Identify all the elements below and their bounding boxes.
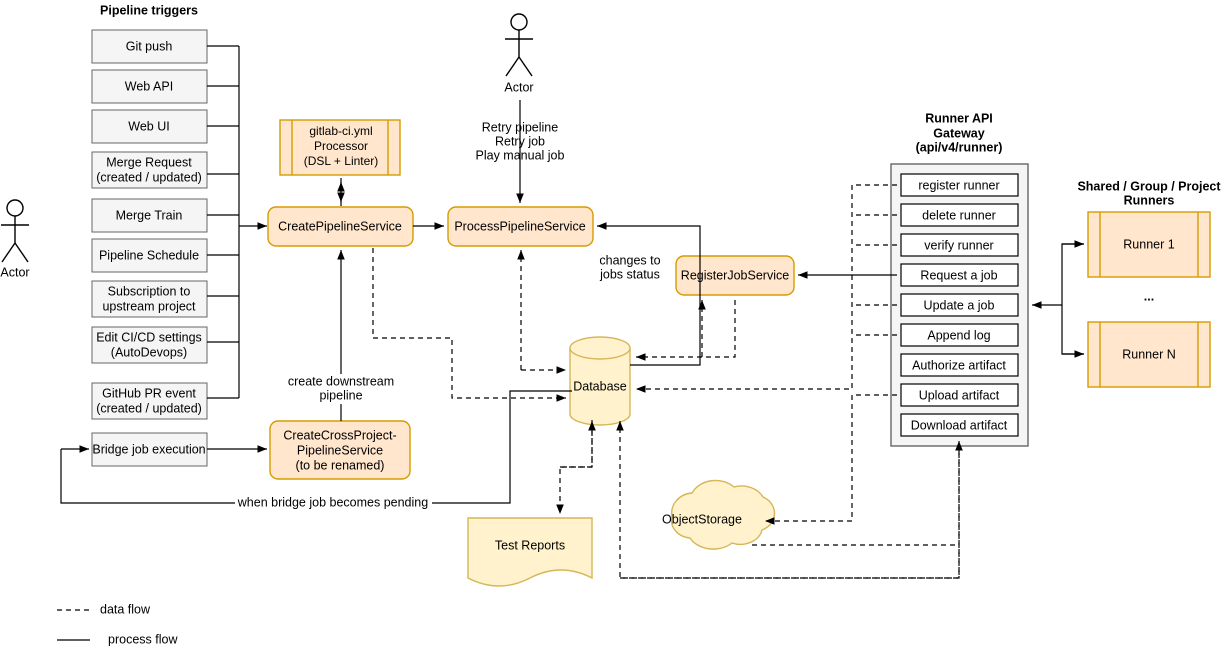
cross-project-label-line3: (to be renamed) xyxy=(296,458,385,472)
api-endpoint-label: Upload artifact xyxy=(919,388,1000,402)
changes-label-line1: changes to xyxy=(599,253,660,267)
trigger-label: Web UI xyxy=(128,119,169,133)
trigger-label: Git push xyxy=(126,39,173,53)
trigger-label-line2: upstream project xyxy=(102,299,196,313)
trigger-label-line1: Edit CI/CD settings xyxy=(96,330,202,344)
create-cross-project-pipeline-service[interactable]: CreateCrossProject- PipelineService (to … xyxy=(269,420,411,480)
downstream-label-line2: pipeline xyxy=(319,388,362,402)
actor-left-label: Actor xyxy=(0,265,29,279)
trigger-label-line1: Subscription to xyxy=(108,284,191,298)
runner-api-gateway-panel: register runner delete runner verify run… xyxy=(890,163,1029,447)
trigger-label-line1: Merge Request xyxy=(106,155,192,169)
api-endpoint-label: Request a job xyxy=(920,268,997,282)
runner-api-gateway-heading-line1: Runner API xyxy=(925,111,993,125)
api-endpoint-label: delete runner xyxy=(922,208,996,222)
api-endpoint-label: verify runner xyxy=(924,238,993,252)
database-label: Database xyxy=(573,379,627,393)
create-pipeline-service[interactable]: CreatePipelineService xyxy=(267,206,414,247)
processor-label-line2: Processor xyxy=(314,139,368,153)
trigger-label: Bridge job execution xyxy=(92,442,205,456)
runner-ellipsis: ... xyxy=(1144,289,1154,303)
bridge-pending-label: when bridge job becomes pending xyxy=(237,495,428,509)
downstream-label-line1: create downstream xyxy=(288,374,394,388)
trigger-label-line2: (AutoDevops) xyxy=(111,345,187,359)
api-endpoint-update-a-job[interactable]: Update a job xyxy=(900,293,1019,317)
runner-api-gateway-heading-line2: Gateway xyxy=(933,126,984,140)
trigger-label: Merge Train xyxy=(116,208,183,222)
trigger-connectors xyxy=(61,45,267,453)
gitlab-ci-yml-processor[interactable]: gitlab-ci.yml Processor (DSL + Linter) xyxy=(279,119,401,176)
process-pipeline-service[interactable]: ProcessPipelineService xyxy=(447,206,594,247)
runners-group: Runner 1 ... Runner N xyxy=(1087,211,1211,388)
cross-project-label-line1: CreateCrossProject- xyxy=(283,428,396,442)
api-endpoint-label: Download artifact xyxy=(911,418,1008,432)
database-store[interactable]: Database xyxy=(569,336,631,426)
trigger-pipeline-schedule[interactable]: Pipeline Schedule xyxy=(91,238,208,273)
register-job-service[interactable]: RegisterJobService xyxy=(675,255,795,296)
runner-api-gateway-heading-line3: (api/v4/runner) xyxy=(916,140,1003,154)
processor-label-line3: (DSL + Linter) xyxy=(304,154,379,168)
legend: data flow process flow xyxy=(57,602,178,646)
pipeline-triggers-heading: Pipeline triggers xyxy=(100,3,198,17)
processor-label-line1: gitlab-ci.yml xyxy=(309,124,372,138)
runner-n[interactable]: Runner N xyxy=(1087,321,1211,388)
api-endpoint-label: Update a job xyxy=(924,298,995,312)
trigger-label: Web API xyxy=(125,79,173,93)
api-endpoint-download-artifact[interactable]: Download artifact xyxy=(900,413,1019,437)
runner-label: Runner 1 xyxy=(1123,237,1174,251)
legend-label-data-flow: data flow xyxy=(100,602,151,616)
test-reports-label: Test Reports xyxy=(495,538,565,552)
runner-1[interactable]: Runner 1 xyxy=(1087,211,1211,278)
cross-project-label-line2: PipelineService xyxy=(297,443,383,457)
trigger-label-line2: (created / updated) xyxy=(96,170,202,184)
runners-heading-line1: Shared / Group / Project xyxy=(1077,179,1221,193)
trigger-web-api[interactable]: Web API xyxy=(91,69,208,104)
trigger-merge-request[interactable]: Merge Request (created / updated) xyxy=(91,151,208,189)
actor-top-label: Actor xyxy=(504,80,533,94)
api-endpoint-label: register runner xyxy=(918,178,999,192)
trigger-subscription[interactable]: Subscription to upstream project xyxy=(91,280,208,318)
api-endpoint-delete-runner[interactable]: delete runner xyxy=(900,203,1019,227)
trigger-label-line1: GitHub PR event xyxy=(102,386,196,400)
create-pipeline-service-label: CreatePipelineService xyxy=(278,219,402,233)
process-flow-edges xyxy=(60,100,1084,504)
api-endpoint-authorize-artifact[interactable]: Authorize artifact xyxy=(900,353,1019,377)
actor-left: Actor xyxy=(0,199,30,279)
trigger-git-push[interactable]: Git push xyxy=(91,29,208,64)
trigger-bridge-job[interactable]: Bridge job execution xyxy=(91,432,208,467)
runners-heading-line2: Runners xyxy=(1124,193,1175,207)
api-endpoint-append-log[interactable]: Append log xyxy=(900,323,1019,347)
api-endpoint-register-runner[interactable]: register runner xyxy=(900,173,1019,197)
trigger-github-pr[interactable]: GitHub PR event (created / updated) xyxy=(91,382,208,420)
test-reports-store[interactable]: Test Reports xyxy=(467,517,593,587)
api-endpoint-request-a-job[interactable]: Request a job xyxy=(900,263,1019,287)
trigger-edit-cicd[interactable]: Edit CI/CD settings (AutoDevops) xyxy=(91,326,208,364)
data-flow-edges xyxy=(372,184,963,579)
trigger-label-line2: (created / updated) xyxy=(96,401,202,415)
changes-label-line2: jobs status xyxy=(599,267,660,281)
api-endpoint-verify-runner[interactable]: verify runner xyxy=(900,233,1019,257)
legend-label-process-flow: process flow xyxy=(108,632,178,646)
api-endpoint-label: Append log xyxy=(927,328,990,342)
process-pipeline-service-label: ProcessPipelineService xyxy=(454,219,585,233)
trigger-merge-train[interactable]: Merge Train xyxy=(91,198,208,233)
object-storage-store[interactable]: ObjectStorage xyxy=(662,479,776,550)
runner-label: Runner N xyxy=(1122,347,1176,361)
api-endpoint-upload-artifact[interactable]: Upload artifact xyxy=(900,383,1019,407)
legend-item-data-flow: data flow xyxy=(57,602,151,616)
legend-item-process-flow: process flow xyxy=(57,632,178,646)
actor-top: Actor xyxy=(504,13,534,94)
pipeline-triggers-group: Git push Web API Web UI Merge Request (c… xyxy=(91,29,208,467)
register-job-service-label: RegisterJobService xyxy=(681,268,789,282)
trigger-label: Pipeline Schedule xyxy=(99,248,199,262)
trigger-web-ui[interactable]: Web UI xyxy=(91,109,208,144)
object-storage-label: ObjectStorage xyxy=(662,512,742,526)
api-endpoint-label: Authorize artifact xyxy=(912,358,1006,372)
